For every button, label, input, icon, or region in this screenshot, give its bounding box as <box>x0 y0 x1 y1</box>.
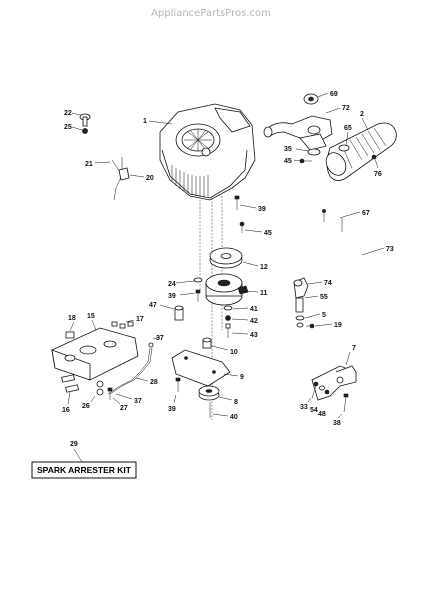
callout-54: 54 <box>310 407 318 414</box>
part-27-bolt <box>107 387 113 400</box>
callout-15: 15 <box>87 313 95 320</box>
part-65-screen <box>338 144 350 152</box>
callout-37-top: 37 <box>156 335 164 342</box>
part-12-pulley <box>209 247 243 269</box>
callout-74: 74 <box>324 280 332 287</box>
callout-20: 20 <box>146 175 154 182</box>
spark-arrester-kit-box <box>31 461 137 479</box>
callout-72: 72 <box>342 105 350 112</box>
part-74-fitting <box>293 277 309 299</box>
part-8-pulley <box>198 385 220 401</box>
part-10-spacer <box>202 337 212 349</box>
callout-45-muffler: 45 <box>284 158 292 165</box>
part-55-tube <box>295 297 304 313</box>
callout-25: 25 <box>64 124 72 131</box>
part-67-screws <box>322 209 347 232</box>
callout-67: 67 <box>362 210 370 217</box>
callout-21: 21 <box>85 161 93 168</box>
callout-11: 11 <box>260 290 268 297</box>
callout-10: 10 <box>230 349 238 356</box>
part-18-plate <box>65 331 75 339</box>
part-47-spacer <box>174 305 184 321</box>
callout-18: 18 <box>68 315 76 322</box>
part-17-clips <box>111 321 134 329</box>
engine-block <box>159 103 256 201</box>
callout-5: 5 <box>322 312 326 319</box>
part-39-bolt-bottom <box>175 377 181 392</box>
part-39-bolt-mid <box>195 289 201 302</box>
part-22-knob <box>79 113 91 127</box>
callout-7: 7 <box>352 345 356 352</box>
callout-17: 17 <box>136 316 144 323</box>
callout-22: 22 <box>64 110 72 117</box>
callout-38: 38 <box>333 420 341 427</box>
spark-arrester-kit-label: SPARK ARRESTER KIT <box>37 465 132 475</box>
part-11-clutch <box>205 273 249 306</box>
callout-27: 27 <box>120 405 128 412</box>
callout-45-mid: 45 <box>264 230 272 237</box>
part-7-bracket <box>311 365 357 401</box>
part-38-bolt <box>343 393 349 413</box>
part-33-bolt <box>311 381 319 399</box>
part-48-nut <box>324 389 330 395</box>
callout-37-bottom: 37 <box>134 398 142 405</box>
callout-76: 76 <box>374 171 382 178</box>
part-26-washer <box>96 380 104 396</box>
part-54-washer <box>319 385 325 391</box>
callout-33: 33 <box>300 404 308 411</box>
part-20-choke-cable <box>111 157 130 201</box>
part-76-screw <box>371 154 378 166</box>
callout-24: 24 <box>168 281 176 288</box>
part-16-plates <box>61 374 79 393</box>
part-39-bolt <box>234 195 240 210</box>
callout-39-bottom: 39 <box>168 406 176 413</box>
callout-29: 29 <box>70 441 78 448</box>
callout-39-mid: 39 <box>168 293 176 300</box>
part-69-gasket <box>303 93 319 105</box>
callout-12: 12 <box>260 264 268 271</box>
callout-73: 73 <box>386 246 394 253</box>
part-35-gasket <box>307 148 321 156</box>
callout-16: 16 <box>62 407 70 414</box>
callout-47: 47 <box>149 302 157 309</box>
callout-26: 26 <box>82 403 90 410</box>
callout-65: 65 <box>344 125 352 132</box>
callout-41: 41 <box>250 306 258 313</box>
part-28-cable <box>107 342 154 395</box>
part-45-screw <box>239 221 245 233</box>
callout-8: 8 <box>234 399 238 406</box>
callout-9: 9 <box>240 374 244 381</box>
callout-19: 19 <box>334 322 342 329</box>
part-15-muffler-shield <box>51 327 139 381</box>
callout-48: 48 <box>318 411 326 418</box>
part-2-muffler <box>325 122 397 181</box>
callout-55: 55 <box>320 294 328 301</box>
callout-35: 35 <box>284 146 292 153</box>
callout-40: 40 <box>230 414 238 421</box>
part-43-bolt <box>225 323 231 338</box>
callout-28: 28 <box>150 379 158 386</box>
part-19-nut <box>306 323 315 329</box>
part-42-nut <box>225 315 231 321</box>
part-5-washer <box>295 315 305 328</box>
part-9-bracket <box>171 349 231 387</box>
part-24-washer <box>193 277 203 283</box>
part-45-screw-muffler <box>299 158 312 164</box>
callout-2: 2 <box>360 111 364 118</box>
part-41-washer <box>223 305 233 311</box>
callout-69: 69 <box>330 91 338 98</box>
callout-43: 43 <box>250 332 258 339</box>
callout-39-top: 39 <box>258 206 266 213</box>
callout-1: 1 <box>143 118 147 125</box>
watermark: AppliancePartsPros.com <box>151 8 271 19</box>
part-72-exhaust-pipe <box>263 115 333 151</box>
callout-42: 42 <box>250 318 258 325</box>
part-25-nut <box>82 128 88 134</box>
